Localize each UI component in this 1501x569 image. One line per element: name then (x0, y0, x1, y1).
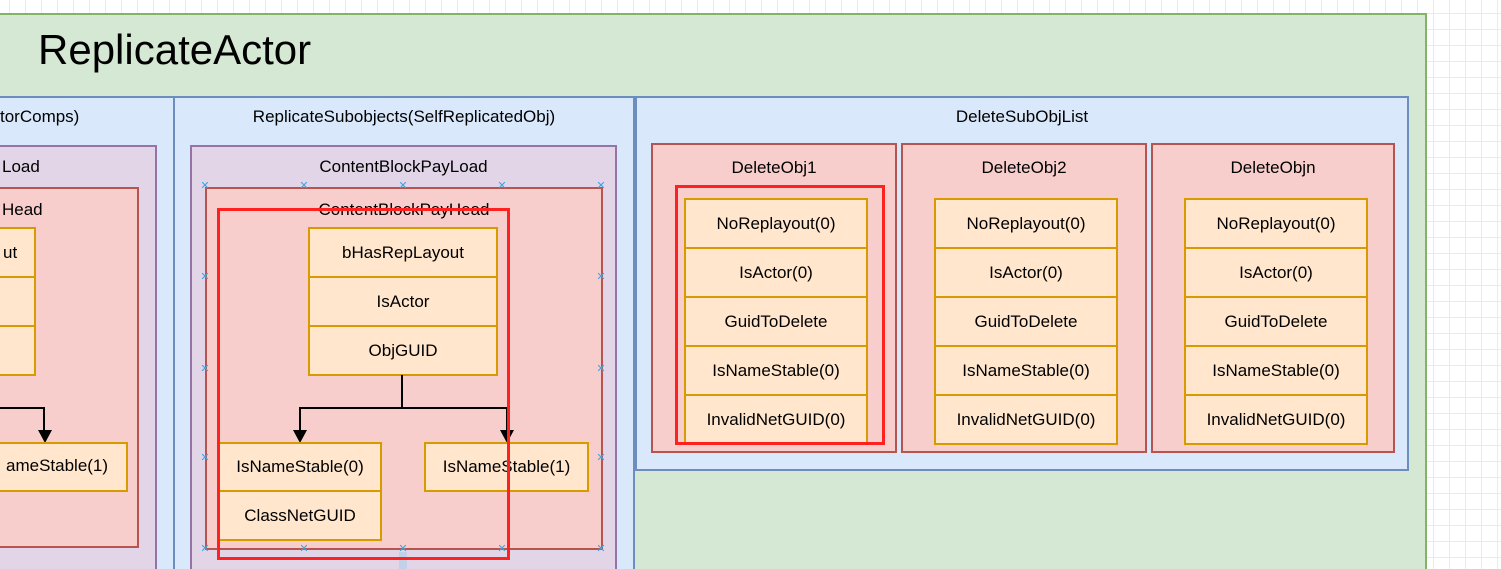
actorcomps-payhead-label: Head (2, 200, 43, 219)
selection-handle-icon[interactable]: ✕ (596, 270, 606, 283)
selection-handle-icon[interactable]: ✕ (299, 542, 309, 555)
actorcomps-cell-label: ut (3, 243, 18, 262)
arrowhead-icon (38, 430, 52, 443)
connector-line[interactable] (43, 407, 45, 432)
selection-handle-icon[interactable]: ✕ (299, 179, 309, 192)
actorcomps-payload-label: Load (2, 157, 40, 176)
field-cell[interactable]: InvalidNetGUID(0) (684, 394, 868, 445)
field-cell[interactable] (0, 325, 36, 376)
field-cell[interactable]: InvalidNetGUID(0) (1184, 394, 1368, 445)
field-cell[interactable]: IsActor(0) (934, 247, 1118, 298)
group-delete-subobj-list-header: DeleteSubObjList (955, 107, 1089, 126)
arrowhead-icon (293, 430, 307, 443)
edge-hint (399, 552, 407, 569)
selection-handle-icon[interactable]: ✕ (200, 179, 210, 192)
field-cell[interactable]: IsNameStable(0) (934, 345, 1118, 396)
selection-handle-icon[interactable]: ✕ (398, 179, 408, 192)
contentblock-payload-label: ContentBlockPayLoad (319, 157, 488, 176)
delete-obj-box[interactable]: DeleteObj1 NoReplayout(0)IsActor(0)GuidT… (651, 143, 897, 453)
field-cell[interactable]: IsNameStable(0) (684, 345, 868, 396)
field-cell[interactable]: NoReplayout(0) (934, 198, 1118, 249)
selection-handle-icon[interactable]: ✕ (200, 451, 210, 464)
field-cell[interactable]: ClassNetGUID (218, 490, 382, 541)
selection-handle-icon[interactable]: ✕ (200, 270, 210, 283)
field-cell[interactable]: InvalidNetGUID(0) (934, 394, 1118, 445)
selection-rectangle[interactable] (675, 185, 885, 445)
selection-handle-icon[interactable]: ✕ (596, 542, 606, 555)
delete-obj-title: DeleteObjn (1230, 158, 1316, 177)
selection-handle-icon[interactable]: ✕ (200, 362, 210, 375)
connector-line[interactable] (0, 407, 45, 409)
field-cell[interactable]: IsActor(0) (1184, 247, 1368, 298)
delete-obj-box[interactable]: DeleteObjn NoReplayout(0)IsActor(0)GuidT… (1151, 143, 1395, 453)
field-cell[interactable]: GuidToDelete (1184, 296, 1368, 347)
field-cell[interactable]: IsActor(0) (684, 247, 868, 298)
payhead-cell-stack: bHasRepLayout IsActor ObjGUID (308, 227, 498, 376)
field-cell[interactable] (0, 276, 36, 327)
field-cell[interactable]: GuidToDelete (934, 296, 1118, 347)
selection-handle-icon[interactable]: ✕ (596, 362, 606, 375)
field-cell[interactable]: ObjGUID (308, 325, 498, 376)
field-cell[interactable]: GuidToDelete (684, 296, 868, 347)
field-cell[interactable]: IsNameStable(1) (424, 442, 589, 492)
delete-obj-box[interactable]: DeleteObj2 NoReplayout(0)IsActor(0)GuidT… (901, 143, 1147, 453)
field-cell[interactable] (0, 227, 36, 278)
field-cell[interactable] (0, 442, 128, 492)
selection-handle-icon[interactable]: ✕ (200, 542, 210, 555)
field-cell[interactable]: NoReplayout(0) (684, 198, 868, 249)
diagram-title: ReplicateActor (38, 26, 312, 73)
field-cell[interactable]: IsNameStable(0) (218, 442, 382, 492)
delete-obj-title: DeleteObj2 (981, 158, 1067, 177)
delete-obj-title: DeleteObj1 (731, 158, 817, 177)
connector-line[interactable] (299, 407, 301, 432)
group-replicate-subobjects-header: ReplicateSubobjects(SelfReplicatedObj) (252, 107, 556, 126)
selection-handle-icon[interactable]: ✕ (596, 179, 606, 192)
group-actorcomps-header: torComps) (0, 107, 80, 126)
connector-line[interactable] (401, 375, 403, 408)
actorcomps-branch-cell-label: ameStable(1) (6, 456, 109, 475)
connector-line[interactable] (299, 407, 508, 409)
selection-handle-icon[interactable]: ✕ (497, 179, 507, 192)
actorcomps-cell-stack (0, 227, 36, 376)
selection-handle-icon[interactable]: ✕ (596, 451, 606, 464)
field-cell[interactable]: NoReplayout(0) (1184, 198, 1368, 249)
selection-handle-icon[interactable]: ✕ (497, 542, 507, 555)
selection-handle-icon[interactable]: ✕ (398, 542, 408, 555)
field-cell[interactable]: IsNameStable(0) (1184, 345, 1368, 396)
selection-rectangle[interactable] (217, 208, 510, 560)
